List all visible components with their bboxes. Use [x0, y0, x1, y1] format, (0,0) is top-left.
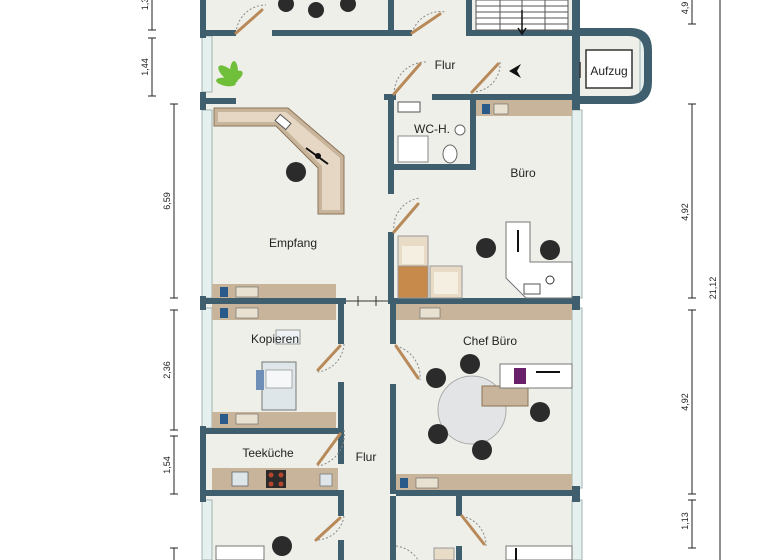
elevator — [579, 49, 633, 89]
room-label-empfang: Empfang — [269, 236, 317, 250]
wc-fixtures — [397, 101, 466, 164]
dim-left-1: 1,3 — [140, 0, 150, 10]
buero-furniture — [397, 221, 573, 299]
reception-counter — [213, 107, 345, 215]
dim-right-1: 4,9 — [680, 2, 690, 15]
dim-left-3: 6,59 — [162, 192, 172, 210]
corridor-door — [346, 296, 388, 306]
room-label-chef-buero: Chef Büro — [463, 334, 517, 348]
dim-right-2: 4,92 — [680, 203, 690, 221]
room-label-wc: WC-H. — [414, 122, 450, 136]
dimension-labels-right: 4,9 4,92 4,92 1,13 21,12 — [680, 2, 718, 530]
dimension-lines-right — [688, 0, 721, 560]
dim-total: 21,12 — [708, 277, 718, 300]
dim-right-4: 1,13 — [680, 512, 690, 530]
dimension-lines-left — [148, 0, 178, 560]
room-label-kopieren: Kopieren — [251, 332, 299, 346]
room-label-buero: Büro — [510, 166, 536, 180]
dim-left-2: 1,44 — [140, 58, 150, 76]
room-label-aufzug: Aufzug — [590, 64, 627, 78]
plant-icon — [216, 61, 243, 87]
room-label-teekueche: Teeküche — [242, 446, 294, 460]
room-label-flur-top: Flur — [435, 58, 456, 72]
door-leaves — [234, 8, 500, 546]
dim-left-5: 1,54 — [162, 456, 172, 474]
room-labels: Flur Aufzug WC-H. Büro Empfang Kopieren … — [242, 58, 627, 464]
kitchen-counter — [212, 468, 338, 490]
room-label-flur-mid: Flur — [356, 450, 377, 464]
top-chairs — [278, 0, 356, 18]
dim-right-3: 4,92 — [680, 393, 690, 411]
doors — [235, 4, 501, 560]
dim-left-4: 2,36 — [162, 361, 172, 379]
copier-icon — [256, 329, 301, 411]
chef-furniture — [426, 354, 573, 460]
staircase — [475, 0, 569, 36]
direction-arrow-icon — [509, 64, 521, 78]
shelves — [212, 100, 572, 490]
dimension-labels-left: 1,3 1,44 6,59 2,36 1,54 — [140, 0, 172, 474]
bottom-furniture — [215, 536, 573, 560]
